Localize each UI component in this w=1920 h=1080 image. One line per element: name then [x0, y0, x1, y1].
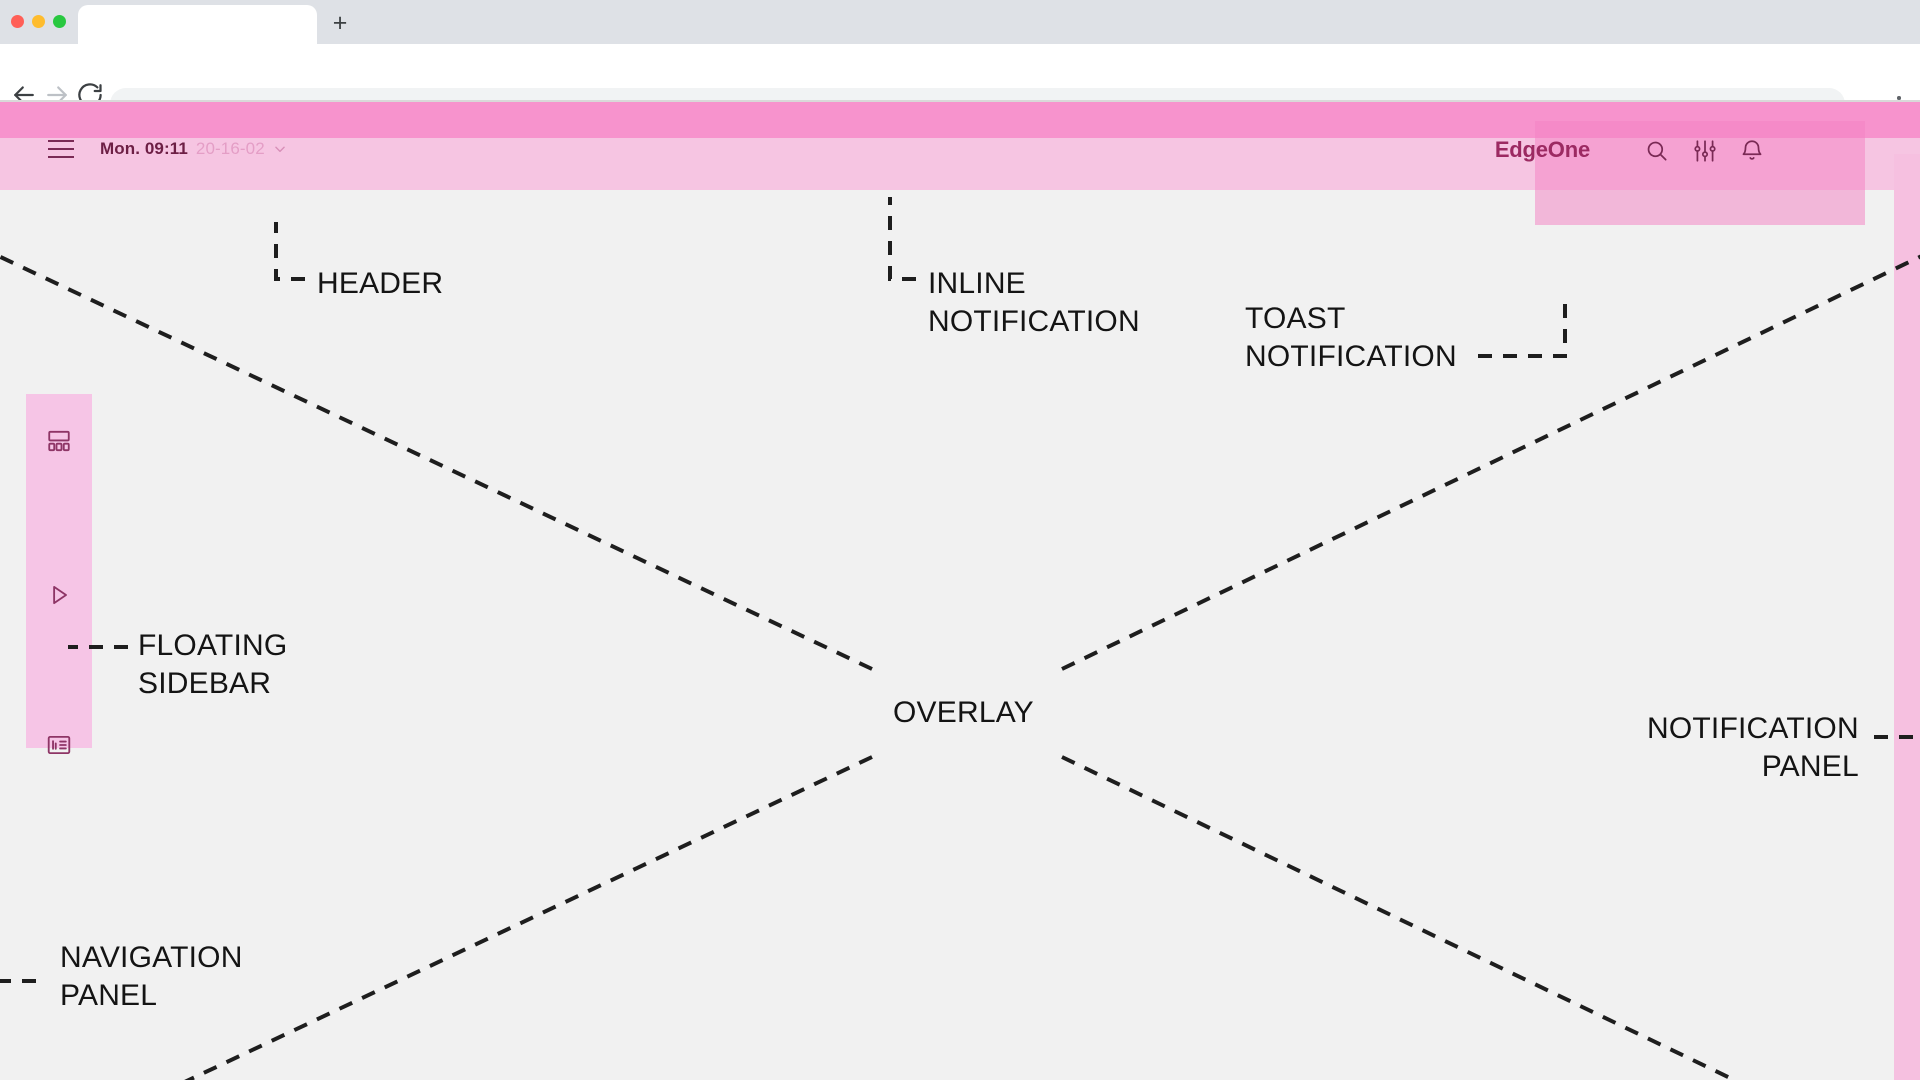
browser-toolbar: [0, 44, 1920, 120]
play-icon[interactable]: [46, 582, 72, 608]
browser-tab-strip: +: [0, 0, 1920, 44]
dashboard-icon[interactable]: [46, 428, 72, 454]
annotation-label-floating-sidebar: FLOATING SIDEBAR: [138, 629, 288, 700]
bell-icon[interactable]: [1739, 138, 1765, 164]
brand-logo: EdgeOne: [1494, 137, 1590, 162]
search-icon[interactable]: [1644, 138, 1670, 164]
floating-sidebar[interactable]: [26, 394, 92, 755]
annotation-overlay: HEADER INLINE NOTIFICATION TOAST NOTIFIC…: [0, 102, 1920, 1080]
annotation-label-header: HEADER: [317, 267, 444, 300]
new-tab-button[interactable]: +: [332, 9, 348, 37]
annotation-leader-lines: [0, 197, 1920, 1080]
window-close-button[interactable]: [11, 15, 24, 28]
hamburger-menu-icon[interactable]: [48, 138, 74, 160]
annotation-label-toast-notification: TOAST NOTIFICATION: [1245, 302, 1457, 373]
annotation-label-navigation-panel: NAVIGATION PANEL: [60, 941, 243, 1012]
filters-icon[interactable]: [1692, 138, 1718, 164]
chevron-down-icon[interactable]: [273, 142, 287, 156]
annotation-label-overlay: OVERLAY: [893, 696, 1034, 729]
window-maximize-button[interactable]: [53, 15, 66, 28]
annotation-label-notification-panel: NOTIFICATION PANEL: [1647, 712, 1859, 783]
annotation-label-inline-notification: INLINE NOTIFICATION: [928, 267, 1140, 338]
clock-label: Mon. 09:11: [100, 139, 188, 158]
page-viewport: Mon. 09:11 20-16-02 EdgeOne: [0, 102, 1920, 1080]
news-icon[interactable]: [46, 732, 72, 758]
date-label: 20-16-02: [195, 139, 265, 158]
app-header-content: Mon. 09:11 20-16-02 EdgeOne: [0, 130, 1920, 170]
window-traffic-lights: [11, 15, 66, 28]
window-minimize-button[interactable]: [32, 15, 45, 28]
browser-chrome: +: [0, 0, 1920, 120]
toast-notification[interactable]: [1535, 121, 1865, 225]
chrome-divider: [0, 100, 1920, 102]
browser-tab[interactable]: [78, 5, 317, 44]
datetime-group[interactable]: Mon. 09:11 20-16-02: [100, 136, 287, 162]
notification-panel[interactable]: [1894, 154, 1920, 1080]
